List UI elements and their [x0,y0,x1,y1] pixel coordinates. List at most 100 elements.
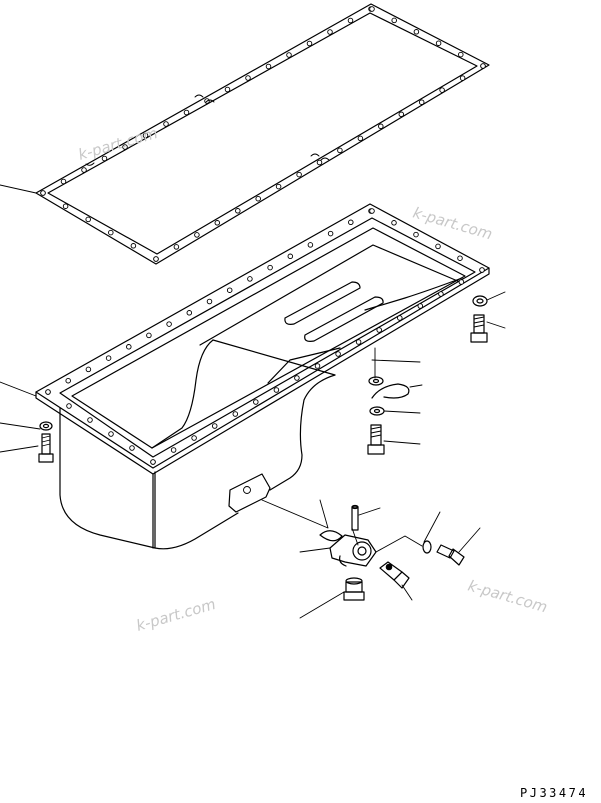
pan-bolt-hole [391,220,397,226]
gasket-bolt-hole [357,135,364,142]
gasket-bolt-hole [480,63,486,69]
gasket-bolt-hole [286,52,292,58]
gasket-bolt-hole [391,17,397,24]
gasket-bolt-hole [163,121,169,127]
gasket-bolt-hole [435,40,442,46]
watermark-1: k-part.com [76,124,159,164]
pan-bolt-hole [253,399,259,405]
pan-bolt-hole [267,264,273,271]
pan-bolt-hole [376,327,382,333]
gasket-bolt-hole [398,111,405,118]
pan-bolt-hole [314,363,321,369]
leader-bolt-left [0,445,39,453]
pan-bolt-hole [129,445,135,451]
gasket-bolt-hole [235,208,241,214]
gasket-bolt-hole [306,40,313,47]
o-ring [371,383,410,399]
pan-bolt-hole [232,411,239,417]
drain-gasket [319,530,343,542]
leader-drain-gasket [261,499,329,529]
washer-middle [368,376,384,386]
pan-bolt-hole [206,298,213,305]
gasket-bolt-hole [122,144,128,150]
gasket-bolt-hole [130,243,137,249]
gasket-bolt-hole [40,190,46,196]
pan-bolt-hole [335,351,341,357]
bolt-drain [436,544,465,566]
gasket-bolt-hole [183,109,190,116]
watermark-4: k-part.com [134,595,217,635]
pan-bolt-hole [287,253,294,260]
gasket-bolt-hole [418,99,425,105]
drain-cock [343,577,365,601]
leader-washer-right [486,291,506,301]
pan-bolt-hole [105,355,112,361]
gasket-bolt-hole [316,159,323,166]
pan-bolt-hole [65,377,71,384]
pan-bolt-hole [417,303,424,309]
leader-bolt-right [486,321,506,329]
washer-drain [422,540,432,554]
gasket-bolt-hole [60,178,67,185]
pan-bolt-hole [186,310,193,316]
leader-washer-left [0,422,41,430]
gasket-bolt-hole [108,229,114,236]
pan-bolt-hole [273,387,280,393]
gasket-bolt-hole [275,183,282,190]
gasket-bolt-hole [458,51,464,58]
pan-bolt-hole [327,230,334,237]
pan-bolt-hole [355,339,362,345]
gasket-bolt-hole [153,256,159,262]
dowel-pin [351,504,359,531]
gasket-bolt-holes [40,6,486,262]
pan-bolt-hole [457,255,463,261]
washer-lower [369,406,385,416]
leader-gasket [0,184,37,194]
gasket-bolt-hole [337,147,343,154]
drain-plug [379,561,410,589]
gasket-bolt-hole [173,244,180,250]
pan-bolt-hole [66,403,72,409]
pan-bolt-hole [479,267,485,273]
leader-pan [0,381,37,397]
drawing-number: PJ33474 [520,786,588,800]
gasket-bolt-hole [62,203,69,209]
pan-bolt-hole [458,279,465,285]
pan-bolt-hole [211,423,218,429]
gasket-bolt-hole [459,75,466,81]
pan-bolt-hole [369,208,375,214]
pan-bolt-hole [126,344,132,350]
watermark-2: k-part.com [411,204,494,244]
bolt-middle [367,424,385,455]
pan-bolt-hole [146,332,152,339]
pan-bolt-hole [397,315,403,321]
washer-right [472,295,488,307]
pan-bolt-hole [166,321,172,327]
pan-bolt-hole [438,291,444,297]
pan-bolt-hole [413,231,419,238]
pan-bolt-hole [150,459,156,465]
pan-bolt-hole [45,389,51,395]
gasket-bolt-hole [255,195,261,202]
gasket-bolt-hole [413,29,420,35]
gasket-bolt-hole [142,132,149,139]
pan-bolt-hole [247,276,253,282]
pan-bolt-hole [170,447,177,453]
pan-bolt-hole [294,375,300,381]
gasket-bolt-hole [369,6,375,12]
gasket-bolt-hole [439,87,445,93]
pan-bolt-hole [307,242,314,248]
bolt-left [38,433,54,463]
bolt-right [470,314,488,343]
gasket-bolt-hole [85,216,91,223]
pan-bolt-hole [108,431,114,437]
pan-bolt-hole [226,287,233,293]
watermark-3: k-part.com [466,577,549,617]
gasket-bolt-hole [101,155,108,162]
pan-bolt-hole [191,435,197,441]
pan-bolt-hole [435,243,441,250]
gasket-bolt-hole [224,86,231,93]
gasket-bolt-hole [378,123,384,130]
gasket-bolt-hole [214,220,221,226]
washer-left [39,421,53,431]
